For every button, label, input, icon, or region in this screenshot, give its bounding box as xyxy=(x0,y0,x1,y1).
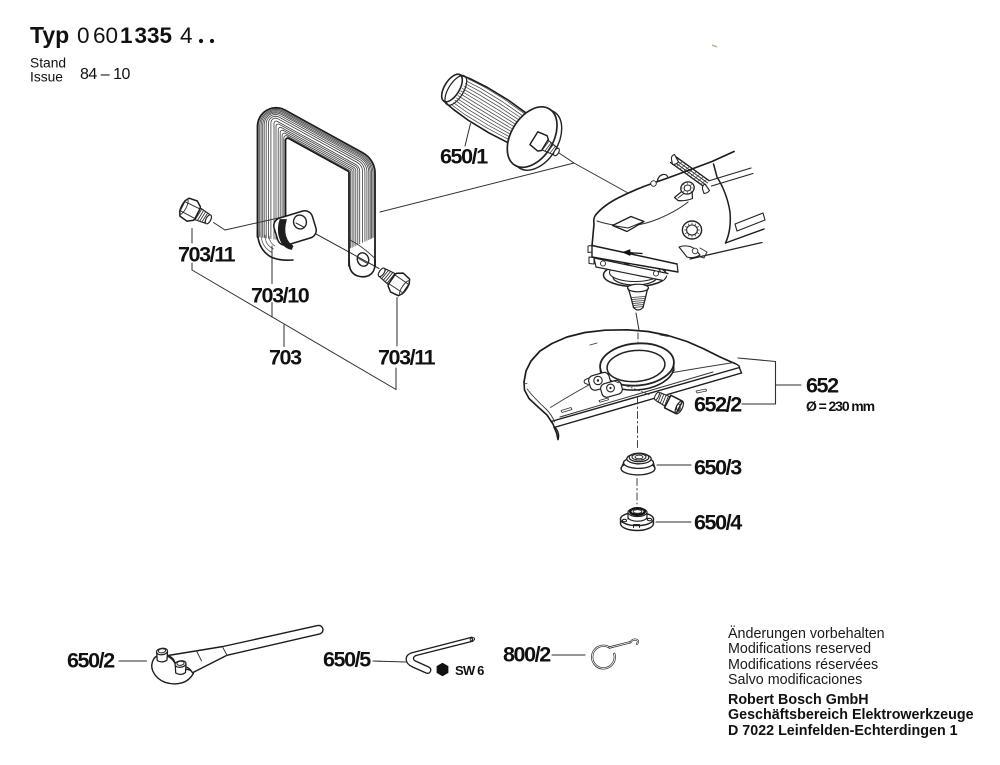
svg-text:Typ: Typ xyxy=(30,22,69,48)
svg-text:650/1: 650/1 xyxy=(440,145,488,169)
svg-text:1: 1 xyxy=(120,23,133,48)
svg-text:650/5: 650/5 xyxy=(323,648,371,672)
svg-text:652: 652 xyxy=(806,374,839,398)
svg-text:Stand: Stand xyxy=(30,56,66,71)
svg-text:335: 335 xyxy=(135,23,173,48)
svg-text:650/2: 650/2 xyxy=(67,649,115,673)
svg-text:703: 703 xyxy=(269,346,302,370)
svg-text:60: 60 xyxy=(93,23,118,48)
svg-text:0: 0 xyxy=(77,23,90,48)
svg-text:703/11: 703/11 xyxy=(378,346,436,370)
svg-text:84 – 10: 84 – 10 xyxy=(80,66,130,83)
svg-text:703/10: 703/10 xyxy=(251,284,310,308)
svg-text:650/3: 650/3 xyxy=(694,456,742,480)
svg-text:Ø = 230 mm: Ø = 230 mm xyxy=(806,398,875,414)
svg-text:Issue: Issue xyxy=(30,70,63,85)
svg-text:650/4: 650/4 xyxy=(694,511,742,535)
svg-text:652/2: 652/2 xyxy=(694,393,742,417)
svg-text:SW 6: SW 6 xyxy=(455,663,484,678)
svg-text:800/2: 800/2 xyxy=(503,643,551,667)
svg-text:4: 4 xyxy=(180,23,193,48)
svg-text:703/11: 703/11 xyxy=(178,243,236,267)
